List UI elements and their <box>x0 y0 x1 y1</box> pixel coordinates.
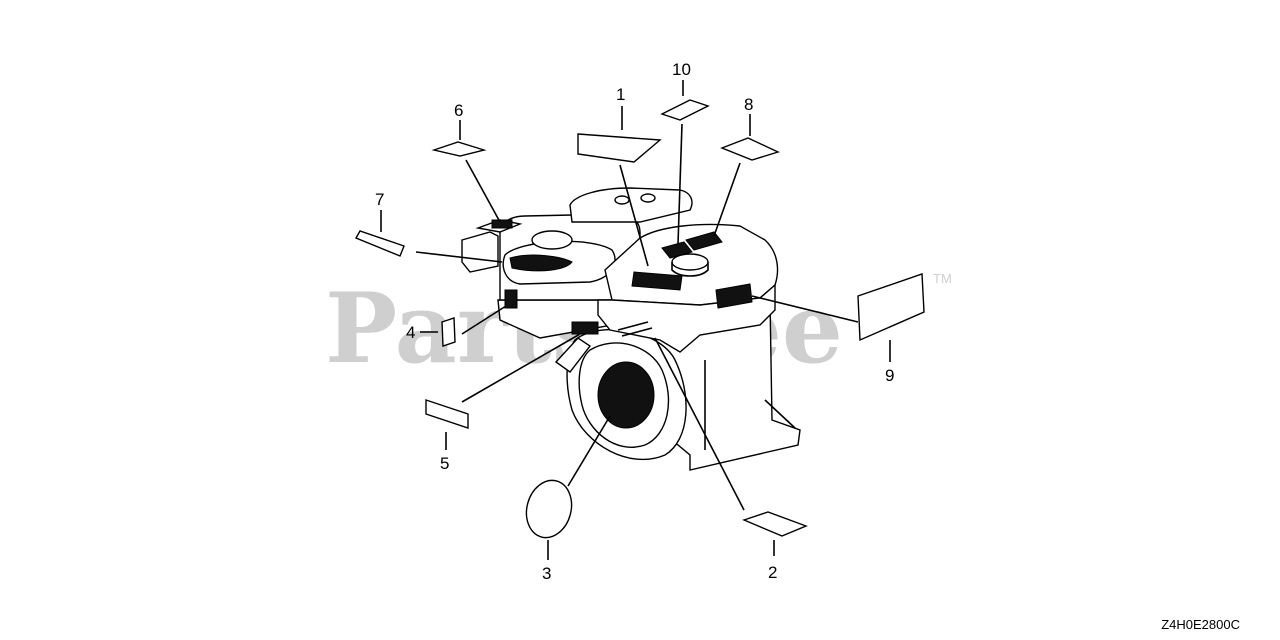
decal-3 <box>525 479 573 539</box>
decal-1 <box>577 133 662 163</box>
callout-2: 2 <box>768 563 777 582</box>
starter-label <box>571 321 599 335</box>
callout-5: 5 <box>440 454 449 473</box>
decal-9 <box>857 273 925 342</box>
tank-label-9 <box>715 283 753 309</box>
watermark-trademark: TM <box>933 271 952 286</box>
decal-7 <box>354 230 405 257</box>
decal-5 <box>425 399 469 429</box>
callout-6: 6 <box>454 101 463 120</box>
decal-8 <box>720 137 780 161</box>
side-label <box>504 289 518 309</box>
diagram-code: Z4H0E2800C <box>1161 617 1240 632</box>
starter-label-area <box>597 361 655 429</box>
muffler-label <box>509 254 573 272</box>
tank-label-1 <box>631 271 683 291</box>
callout-3: 3 <box>542 564 551 583</box>
callout-1: 1 <box>616 85 625 104</box>
decal-4 <box>441 317 456 347</box>
callout-4: 4 <box>406 323 415 342</box>
decal-10 <box>660 99 710 121</box>
tank-label-10 <box>661 241 693 259</box>
callout-7: 7 <box>375 190 384 209</box>
callout-numbers: 1 2 3 4 5 6 7 8 9 10 <box>375 60 894 583</box>
callout-9: 9 <box>885 366 894 385</box>
tank-label-8 <box>685 231 723 251</box>
engine-illustration <box>461 187 801 471</box>
decal-2 <box>742 511 808 537</box>
callout-8: 8 <box>744 95 753 114</box>
decal-6 <box>431 141 487 157</box>
label-parts <box>354 80 925 560</box>
callout-10: 10 <box>672 60 691 79</box>
